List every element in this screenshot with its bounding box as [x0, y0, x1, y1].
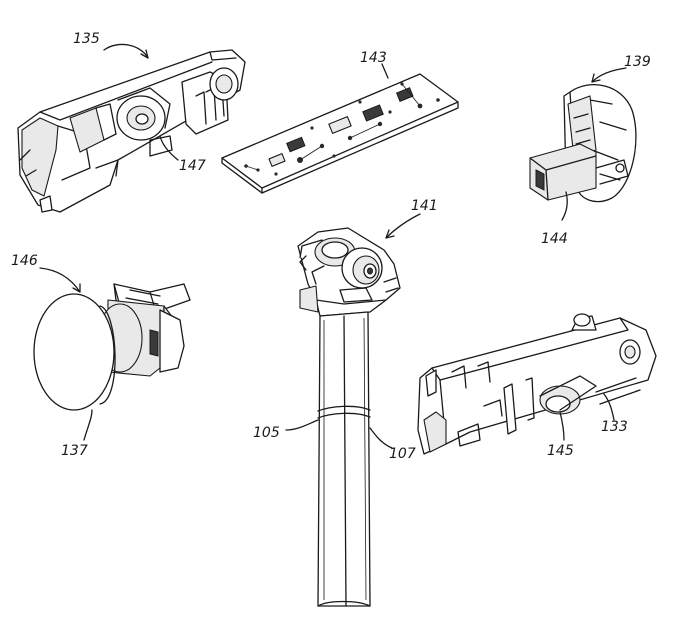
- component-143-circuit-board: [222, 74, 458, 193]
- label-144: 144: [541, 231, 568, 247]
- component-139-end-cap: [530, 85, 636, 202]
- component-135-rear-housing: [18, 50, 245, 212]
- label-135: 135: [73, 31, 100, 47]
- label-145: 145: [547, 443, 574, 459]
- label-105: 105: [253, 425, 280, 441]
- label-139: 139: [624, 54, 651, 70]
- label-143: 143: [360, 50, 387, 66]
- label-147: 147: [179, 158, 206, 174]
- label-141: 141: [411, 198, 438, 214]
- component-141-head: [298, 228, 400, 316]
- component-137-dome-cap: [34, 284, 190, 410]
- label-107: 107: [389, 446, 416, 462]
- shaft-tube: [318, 312, 370, 606]
- label-133: 133: [601, 419, 628, 435]
- label-146: 146: [11, 253, 38, 269]
- label-137: 137: [61, 443, 88, 459]
